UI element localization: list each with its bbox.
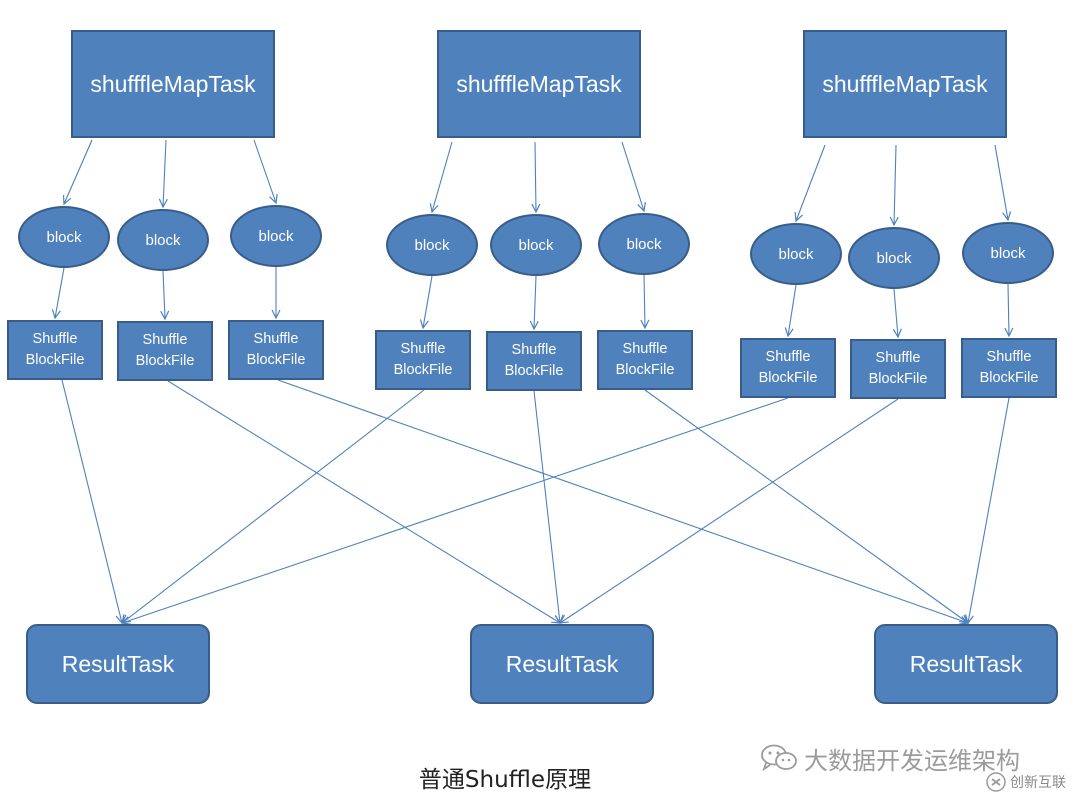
connector-arrow: [64, 139, 93, 204]
block-label: block: [414, 236, 450, 254]
connector-arrow: [994, 144, 1008, 220]
connector-arrow: [621, 141, 644, 211]
connector-arrow: [894, 144, 896, 225]
map-task-label: shufffleMapTask: [90, 70, 256, 97]
diagram-caption: 普通Shuffle原理: [418, 767, 592, 793]
block-file-line2: BlockFile: [135, 353, 195, 369]
connector-arrow: [560, 398, 899, 623]
result-task: ResultTask: [26, 624, 210, 704]
block-label: block: [778, 245, 814, 263]
watermark-text: 大数据开发运维架构: [804, 746, 1020, 775]
block-file-line2: BlockFile: [979, 370, 1039, 386]
connector-arrow: [644, 274, 645, 328]
result-task-label: ResultTask: [61, 650, 175, 677]
block-label: block: [258, 227, 294, 245]
connector-arrow: [163, 270, 165, 319]
block-file-line1: Shuffle: [400, 341, 446, 357]
block-node: block: [18, 206, 110, 268]
connector-arrow: [788, 284, 797, 336]
block-file-line2: BlockFile: [504, 363, 564, 379]
block-file-line1: Shuffle: [142, 332, 188, 348]
connector-arrow: [968, 397, 1010, 623]
block-node: block: [598, 213, 690, 275]
connector-arrow: [1008, 283, 1009, 336]
block-label: block: [46, 228, 82, 246]
shuffle-map-task: shufffleMapTask: [803, 30, 1007, 138]
block-file-line2: BlockFile: [868, 371, 928, 387]
block-file-line1: Shuffle: [622, 341, 668, 357]
connector-arrow: [796, 144, 826, 221]
result-task: ResultTask: [874, 624, 1058, 704]
block-file-line2: BlockFile: [393, 362, 453, 378]
result-task-label: ResultTask: [909, 650, 1023, 677]
brand-badge: 创新互联: [986, 768, 1066, 796]
block-file-line2: BlockFile: [25, 352, 85, 368]
block-file-line1: Shuffle: [875, 350, 921, 366]
result-task: ResultTask: [470, 624, 654, 704]
connector-arrow: [644, 389, 968, 623]
block-file-line1: Shuffle: [765, 349, 811, 365]
result-task-label: ResultTask: [505, 650, 619, 677]
connector-arrow: [167, 380, 560, 623]
block-file-line1: Shuffle: [511, 342, 557, 358]
block-label: block: [626, 235, 662, 253]
block-node: block: [490, 214, 582, 276]
block-label: block: [145, 231, 181, 249]
connector-arrow: [533, 390, 560, 623]
block-node: block: [750, 223, 842, 285]
block-node: block: [962, 222, 1054, 284]
block-file-line1: Shuffle: [32, 331, 78, 347]
connector-arrow: [423, 275, 433, 328]
brand-logo-icon: [986, 772, 1006, 792]
connector-arrow: [277, 379, 968, 623]
block-file-line2: BlockFile: [615, 362, 675, 378]
map-task-label: shufffleMapTask: [822, 70, 988, 97]
block-node: block: [230, 205, 322, 267]
connector-arrow: [534, 275, 536, 329]
block-label: block: [876, 249, 912, 267]
block-node: block: [386, 214, 478, 276]
connector-arrow: [253, 139, 276, 203]
connector-arrow: [535, 141, 536, 212]
shuffle-map-task: shufffleMapTask: [71, 30, 275, 138]
connector-arrow: [122, 397, 789, 623]
block-label: block: [990, 244, 1026, 262]
block-node: block: [848, 227, 940, 289]
block-file-line1: Shuffle: [986, 349, 1032, 365]
connector-arrow: [894, 288, 898, 337]
connector-arrow: [61, 379, 122, 623]
block-label: block: [518, 236, 554, 254]
connector-arrow: [432, 141, 453, 212]
connector-arrow: [163, 139, 166, 207]
block-file-line1: Shuffle: [253, 331, 299, 347]
connector-arrow: [122, 389, 425, 623]
connector-arrow: [55, 267, 65, 318]
shuffle-map-task: shufffleMapTask: [437, 30, 641, 138]
watermark: 大数据开发运维架构: [760, 738, 1020, 778]
brand-text: 创新互联: [1010, 775, 1066, 791]
block-file-line2: BlockFile: [758, 370, 818, 386]
block-node: block: [117, 209, 209, 271]
wechat-icon: [761, 744, 797, 772]
block-file-line2: BlockFile: [246, 352, 306, 368]
map-task-label: shufffleMapTask: [456, 70, 622, 97]
